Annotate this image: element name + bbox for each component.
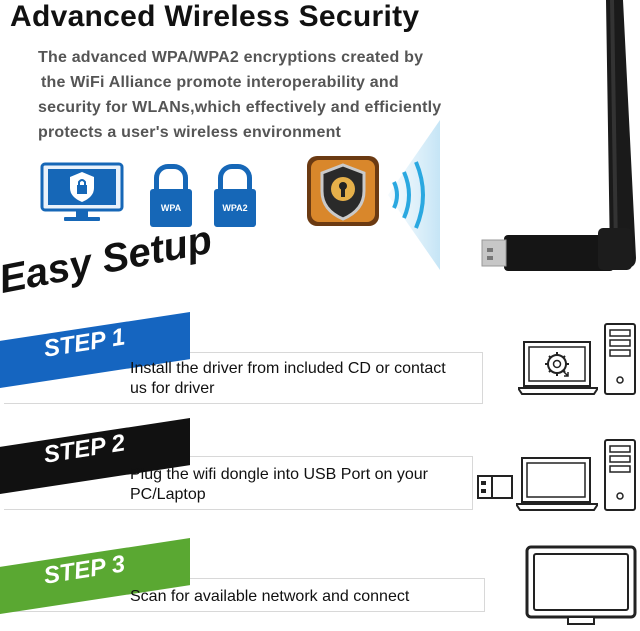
laptop-gear-icon bbox=[516, 340, 600, 401]
signal-waves-icon bbox=[388, 120, 440, 275]
monitor-icon bbox=[524, 544, 640, 631]
security-description: The advanced WPA/WPA2 encryptions create… bbox=[38, 45, 468, 145]
lock-icon: WPA2 bbox=[214, 164, 256, 227]
step-3-line: Scan for available network and connect bbox=[130, 588, 410, 605]
step-3-text: Scan for available network and connect bbox=[130, 587, 470, 607]
lock-icon: WPA bbox=[150, 164, 192, 227]
description-line: The advanced WPA/WPA2 encryptions create… bbox=[38, 49, 424, 66]
wpa2-badge: WPA2 bbox=[214, 189, 256, 227]
shield-monitor-icon bbox=[40, 162, 124, 229]
step-2-line: Plug the wifi dongle into USB Port on yo… bbox=[130, 466, 428, 483]
description-line: security for WLANs,which effectively and… bbox=[38, 99, 442, 116]
step-1-line: Install the driver from included CD or c… bbox=[130, 360, 446, 377]
desktop-tower-icon bbox=[603, 438, 637, 517]
usb-plug-icon bbox=[476, 474, 514, 505]
desktop-tower-icon bbox=[603, 322, 637, 401]
usb-wifi-adapter-image bbox=[476, 0, 640, 295]
laptop-icon bbox=[514, 456, 600, 517]
step-1-line: us for driver bbox=[130, 380, 215, 397]
shield-keyhole-icon bbox=[306, 155, 380, 232]
description-line: protects a user's wireless environment bbox=[38, 124, 342, 141]
description-line: the WiFi Alliance promote interoperabili… bbox=[41, 74, 399, 91]
step-2-line: PC/Laptop bbox=[130, 486, 206, 503]
setup-title: Easy Setup bbox=[0, 217, 216, 303]
wpa-badge: WPA bbox=[150, 189, 192, 227]
page-title: Advanced Wireless Security bbox=[10, 0, 420, 33]
step-2-text: Plug the wifi dongle into USB Port on yo… bbox=[130, 465, 470, 505]
step-1-text: Install the driver from included CD or c… bbox=[130, 359, 480, 399]
